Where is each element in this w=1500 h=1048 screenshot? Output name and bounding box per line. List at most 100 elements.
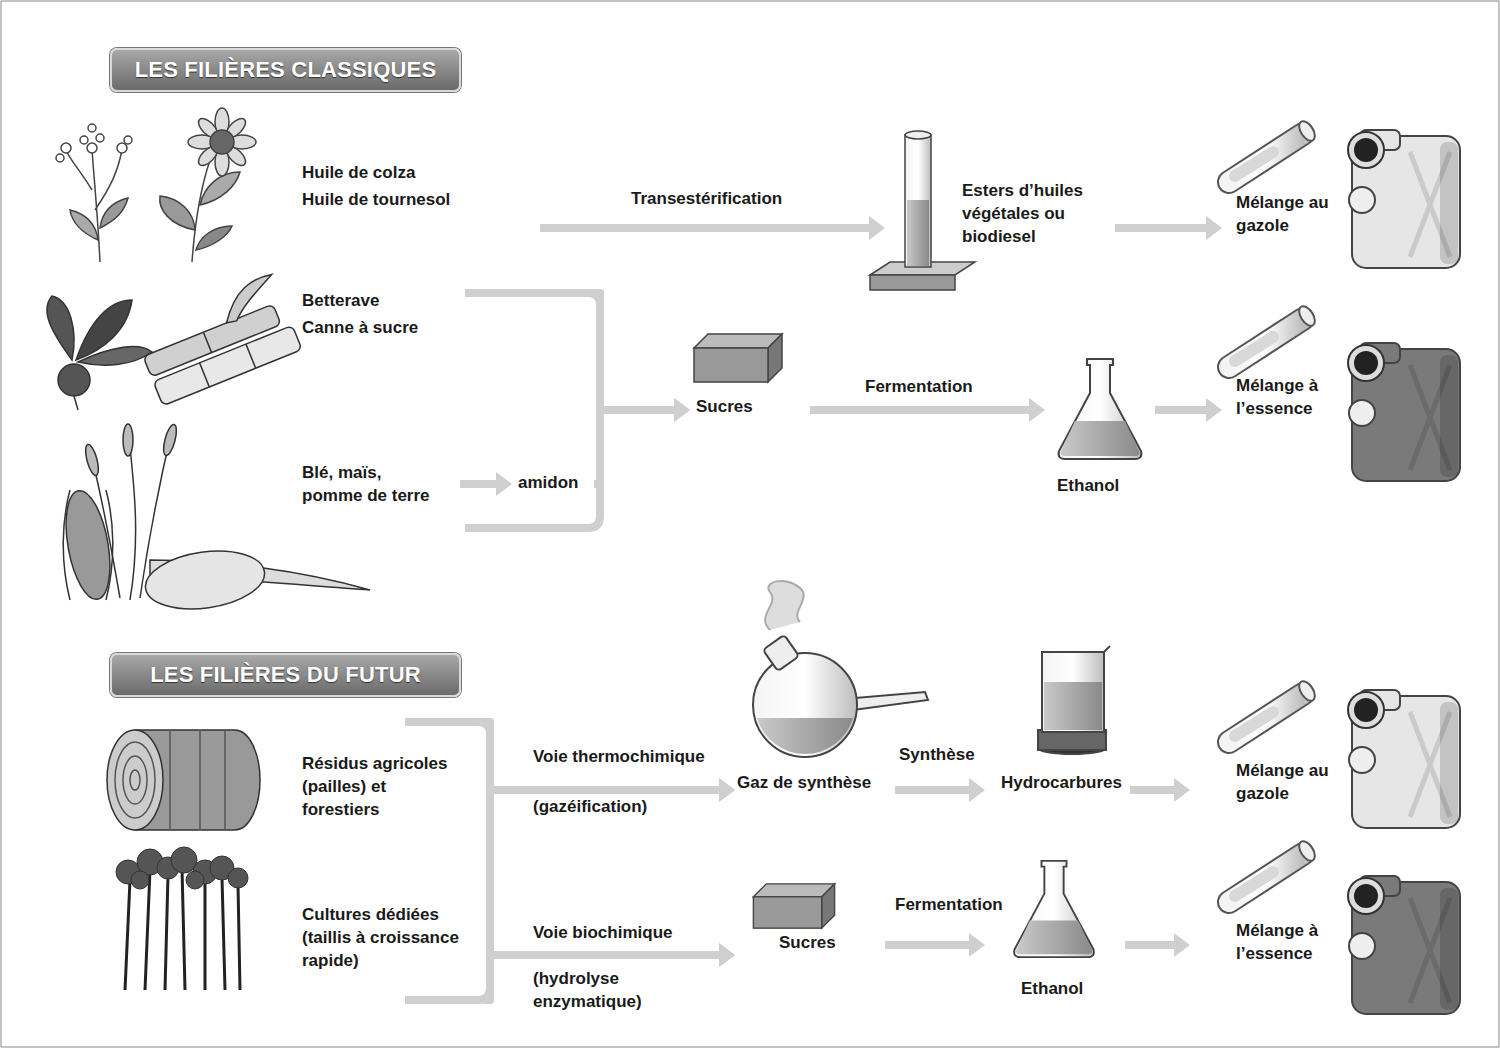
arrow-head — [719, 943, 735, 967]
edge-label: Voie thermochimique — [530, 746, 708, 769]
node-text: Mélange au gazole — [1236, 760, 1341, 806]
edge-label: Fermentation — [862, 376, 976, 399]
edge-label: Fermentation — [892, 894, 1006, 917]
arrow-line — [885, 941, 971, 949]
node-text: Huile de colza — [302, 162, 450, 185]
node-text-group: Sucres — [779, 932, 836, 955]
node-text: Sucres — [779, 932, 836, 955]
arrow-line — [1155, 406, 1208, 414]
arrow-line — [1125, 941, 1176, 949]
arrow-head — [969, 933, 985, 957]
flow-arrow — [465, 722, 735, 967]
arrow-head — [969, 778, 985, 802]
test-tube — [1229, 304, 1318, 367]
bracket — [405, 293, 600, 1000]
arrow-head — [869, 216, 885, 240]
node-text-group: LES FILIÈRES CLASSIQUES — [135, 55, 437, 85]
arrow-head — [1206, 216, 1222, 240]
arrow-line — [1115, 224, 1208, 232]
section-banner: LES FILIÈRES CLASSIQUES — [110, 48, 461, 92]
node-text-group: Esters d’huiles végétales ou biodiesel — [962, 180, 1107, 249]
feedstock-label: BetteraveCanne à sucre — [300, 288, 465, 348]
intermediate-label: amidon — [512, 470, 594, 500]
flow-arrow — [460, 472, 512, 496]
blend-stage: Mélange à l’essence — [1222, 305, 1467, 495]
sugar-stage: Sucres — [690, 330, 810, 430]
node-text: Hydrocarbures — [1001, 772, 1122, 795]
edge-label: Transestérification — [628, 188, 785, 211]
node-text: Ethanol — [1057, 475, 1119, 498]
node-text-group: Hydrocarbures — [1001, 772, 1122, 795]
node-text-group: Ethanol — [1021, 978, 1083, 1001]
node-text-group: amidon — [518, 472, 578, 495]
node-text: Cultures dédiées (taillis à croissance r… — [302, 904, 480, 973]
arrow-line — [465, 722, 721, 955]
node-text: Huile de tournesol — [302, 189, 450, 212]
flow-arrow — [1155, 398, 1222, 422]
feedstock-label: Huile de colzaHuile de tournesol — [300, 160, 540, 235]
feedstock-label: Cultures dédiées (taillis à croissance r… — [300, 900, 484, 1005]
arrow-line — [1130, 786, 1176, 794]
beet-and-cane — [47, 273, 302, 410]
node-text-group: Mélange à l’essence — [1236, 375, 1344, 421]
test-tube — [1229, 679, 1318, 742]
test-tube — [1229, 839, 1318, 902]
ethanol-flask — [1014, 861, 1094, 957]
arrow-line — [540, 224, 871, 232]
test-tube — [1229, 119, 1318, 182]
diesel-can — [1348, 690, 1460, 828]
node-text-group: Mélange à l’essence — [1236, 920, 1344, 966]
process-note: (hydrolyse enzymatique) — [530, 968, 666, 1014]
node-text-group: Sucres — [696, 396, 753, 419]
node-text-group: Huile de colzaHuile de tournesol — [302, 162, 450, 216]
retort-flask — [753, 581, 928, 757]
node-text-group: Mélange au gazole — [1236, 760, 1341, 806]
flow-arrow — [540, 216, 885, 240]
banner-title: LES FILIÈRES CLASSIQUES — [135, 55, 437, 85]
flow-arrow — [594, 398, 690, 484]
node-text: Résidus agricoles (pailles) et forestier… — [302, 753, 462, 822]
blend-stage: Mélange au gazole — [1222, 120, 1467, 285]
node-text: Blé, maïs, pomme de terre — [302, 462, 442, 508]
hydrocarbon-stage: Hydrocarbures — [985, 645, 1130, 805]
arrow-head — [1206, 398, 1222, 422]
arrow-head — [674, 398, 690, 422]
process-note: (gazéification) — [530, 796, 650, 819]
arrow-line — [895, 786, 971, 794]
section-banner: LES FILIÈRES DU FUTUR — [110, 653, 461, 697]
flow-arrow — [1115, 216, 1222, 240]
flow-arrow — [484, 778, 735, 1000]
node-text-group: Mélange au gazole — [1236, 192, 1341, 238]
sugar-brick — [753, 884, 834, 928]
arrow-head — [1029, 398, 1045, 422]
flow-arrow — [1130, 778, 1190, 802]
hay-bale — [107, 730, 260, 830]
arrow-line — [594, 410, 676, 484]
corn-wheat-potato — [59, 423, 370, 616]
arrow-head — [1174, 933, 1190, 957]
feedstock-label: Résidus agricoles (pailles) et forestier… — [300, 715, 465, 835]
graduated-cylinder — [870, 131, 975, 290]
node-text-group: Ethanol — [1057, 475, 1119, 498]
arrow-head — [719, 943, 735, 967]
flow-arrow — [1125, 933, 1190, 957]
beaker — [1038, 646, 1110, 754]
product-stage: Esters d’huiles végétales ou biodiesel — [885, 130, 1115, 290]
ethanol-stage: Ethanol — [1045, 350, 1155, 505]
flow-arrow — [895, 778, 985, 802]
node-text-group: Cultures dédiées (taillis à croissance r… — [302, 904, 480, 973]
node-text-group: Gaz de synthèse — [737, 772, 871, 795]
banner-title: LES FILIÈRES DU FUTUR — [150, 660, 421, 690]
node-text: Sucres — [696, 396, 753, 419]
ethanol-stage: Ethanol — [985, 855, 1125, 1005]
node-text: Mélange à l’essence — [1236, 920, 1344, 966]
blend-stage: Mélange à l’essence — [1190, 840, 1467, 1025]
flow-arrow — [810, 398, 1045, 422]
coppice-trees — [116, 847, 248, 990]
syngas-stage: Gaz de synthèse — [735, 580, 895, 800]
edge-label: Synthèse — [896, 744, 978, 767]
arrow-head — [496, 472, 512, 496]
